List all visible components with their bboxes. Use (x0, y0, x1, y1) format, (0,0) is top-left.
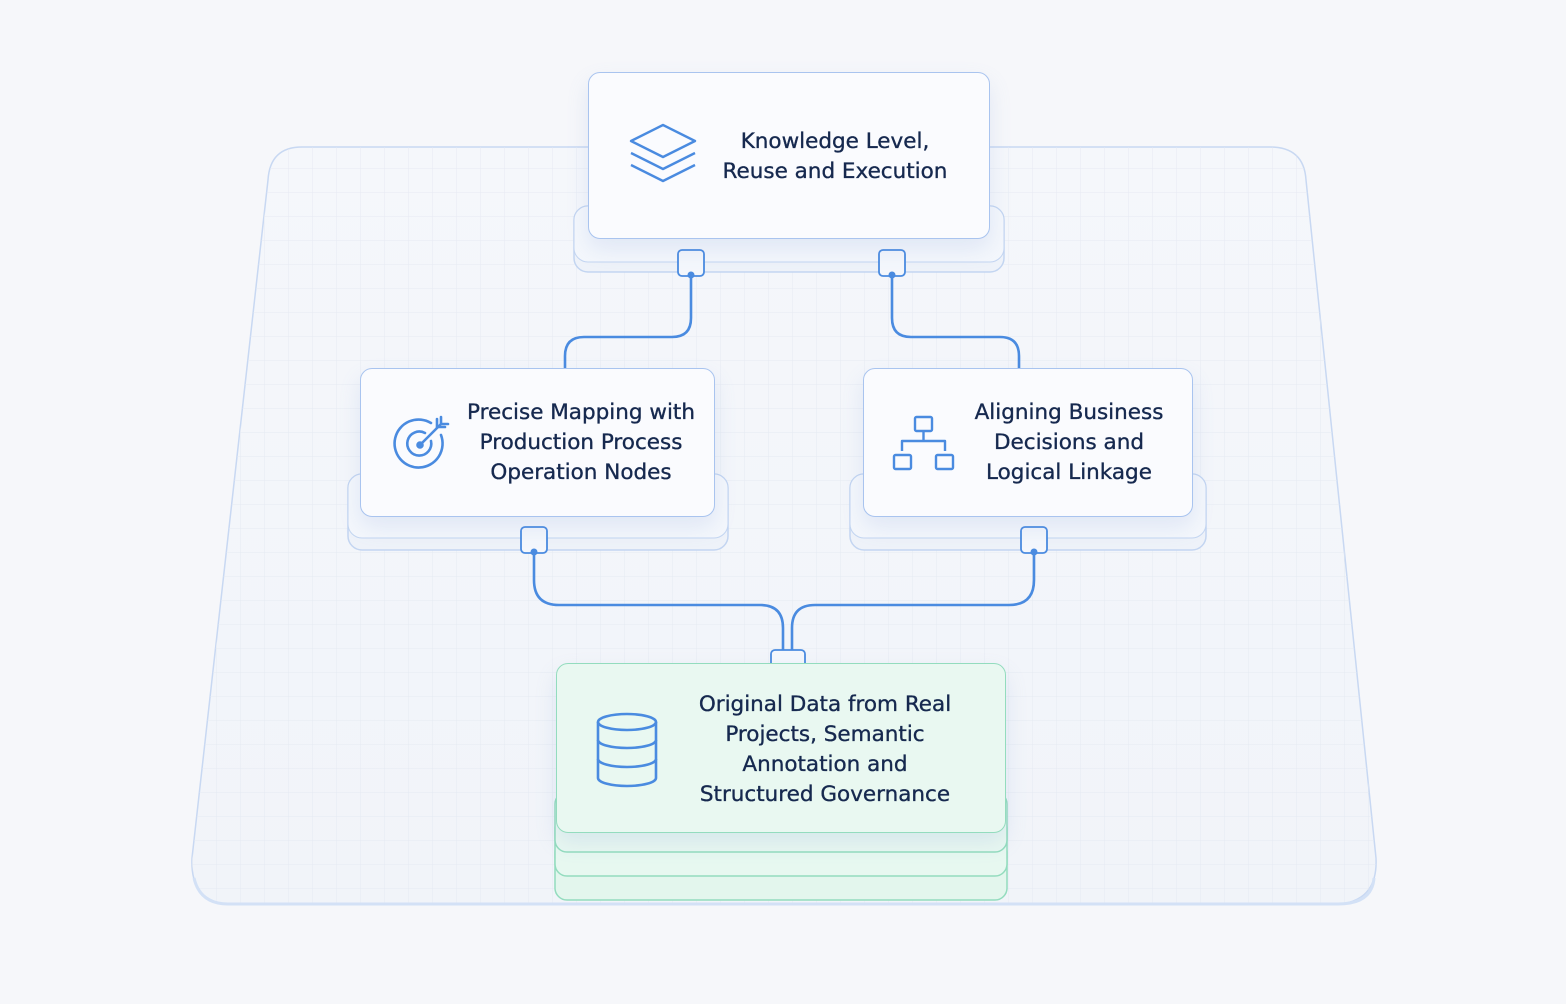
node-knowledge-level-label: Knowledge Level, Reuse and Execution (722, 129, 948, 184)
node-precise-mapping: Precise Mapping with Production Process … (360, 368, 715, 517)
connector-top-right (890, 273, 1021, 371)
database-icon (591, 710, 663, 790)
node-original-data-label: Original Data from Real Projects, Semant… (698, 692, 952, 807)
hierarchy-icon (888, 411, 960, 475)
connector-right-bottom (790, 550, 1036, 654)
connector-left-bottom (532, 550, 785, 654)
connector-top-left (563, 273, 693, 371)
node-aligning-business: Aligning Business Decisions and Logical … (863, 368, 1193, 517)
node-original-data: Original Data from Real Projects, Semant… (556, 663, 1006, 833)
layers-icon (627, 117, 699, 189)
node-knowledge-level: Knowledge Level, Reuse and Execution (588, 72, 990, 239)
node-aligning-business-label: Aligning Business Decisions and Logical … (974, 400, 1164, 485)
connectors (532, 273, 1036, 654)
target-arrow-icon (391, 411, 455, 475)
platform (191, 146, 1377, 906)
node-precise-mapping-label: Precise Mapping with Production Process … (467, 400, 695, 485)
